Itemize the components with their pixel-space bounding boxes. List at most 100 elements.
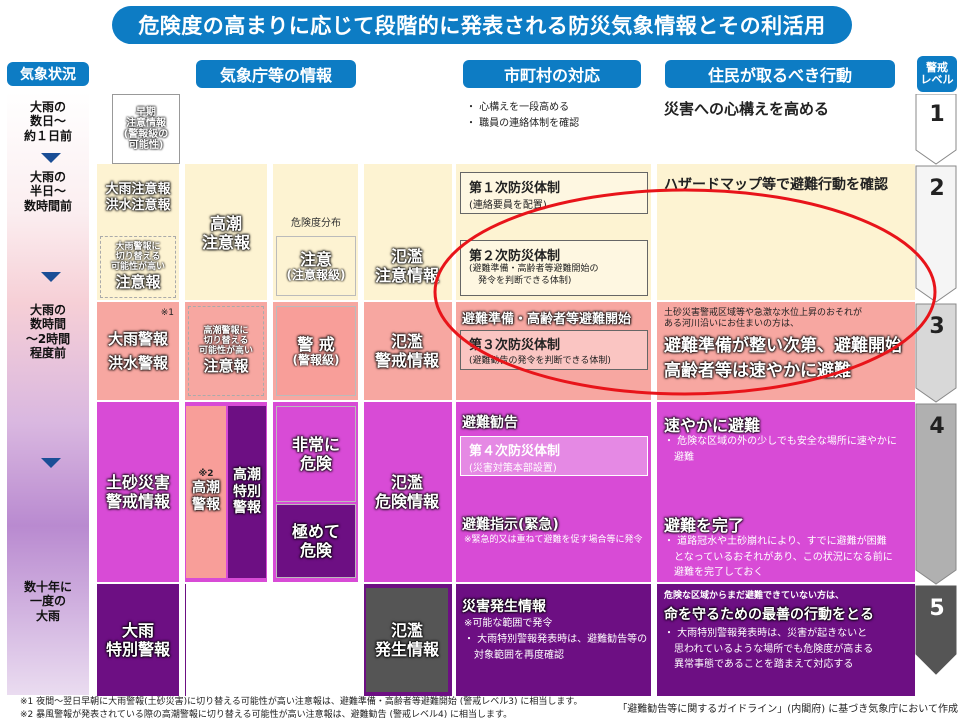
early-warning-box: 早期 注意情報 (警報級の 可能性) <box>112 94 180 164</box>
risk-map-label: 危険度分布 <box>291 218 341 229</box>
separator <box>452 92 456 696</box>
separator <box>179 164 185 696</box>
muni-third-title: 第３次防災体制 <box>469 338 561 353</box>
down-arrow-icon <box>41 153 61 163</box>
muni-l4-head: 避難勧告 <box>462 415 518 431</box>
res-l4b-bullet: となっているおそれがあり、この状況になる前に <box>664 551 893 563</box>
header-residents: 住民が取るべき行動 <box>665 60 895 88</box>
res-l4-head: 速やかに避難 <box>664 416 761 435</box>
muni-l5-bullet: 対象範囲を再度確認 <box>464 649 564 661</box>
level-1-arrow <box>915 94 957 165</box>
level-4: 4 <box>929 414 945 439</box>
res-l5-bullet: 思われているような場所でも危険度が高まる <box>664 643 874 655</box>
muni-first-title: 第１次防災体制 <box>469 181 561 196</box>
tide-warning-text: 高潮 警報 <box>192 480 220 513</box>
tide-special-warning: 高潮 特別 警報 <box>228 406 266 578</box>
highlight-ellipse <box>433 188 937 396</box>
heavy-rain-warning-text: 大雨警報 洪水警報 <box>107 330 168 372</box>
res-l5-bullet: 異常事態であることを踏まえて対応する <box>664 659 854 670</box>
muni-l3-head: 避難準備・高齢者等避難開始 <box>462 312 632 327</box>
res-l4b-list: ・ 道路冠水や土砂崩れにより、すでに避難が困難 となっているおそれがあり、この状… <box>664 534 912 581</box>
level-3: 3 <box>929 314 945 339</box>
sediment-warning: 土砂災害 警戒情報 <box>100 406 176 578</box>
tide-advisory-text: 高潮 注意報 <box>201 213 250 252</box>
risk-extreme-text: 極めて 危険 <box>291 521 340 560</box>
res-l5-bullet: ・ 大雨特別警報発表時は、災害が起きないと <box>664 628 868 639</box>
early-warning-text: 早期 注意情報 (警報級の 可能性) <box>123 107 169 151</box>
muni-fourth-title: 第４次防災体制 <box>469 444 561 459</box>
separator <box>358 164 364 696</box>
muni-l1-bullet: ・ 職員の連絡体制を確認 <box>466 117 580 129</box>
header-situation: 気象状況 <box>7 62 89 86</box>
muni-l5-head: 災害発生情報 <box>462 599 546 615</box>
muni-fourth-sub: (災害対策本部設置) <box>469 463 557 474</box>
risk-caution-box: 注意 (注意報級) <box>276 236 356 296</box>
level-arrow-column <box>915 94 957 675</box>
res-l4b-head: 避難を完了 <box>664 516 745 535</box>
muni-l4b-head: 避難指示(緊急) <box>462 517 559 533</box>
tide-advisory: 高潮 注意報 <box>188 168 264 298</box>
separator <box>267 164 273 696</box>
footnote-1: ※1 夜間～翌日早朝に大雨警報(土砂災害)に切り替える可能性が高い注意報は、避難… <box>20 697 583 707</box>
flood-danger: 氾濫 危険情報 <box>366 406 448 578</box>
muni-first-sub: (連絡要員を配置) <box>469 200 547 211</box>
muni-second-system: 第２次防災体制 (避難準備・高齢者等避難開始の 発令を判断できる体制) <box>460 240 648 296</box>
res-l1: 災害への心構えを高める <box>664 100 830 118</box>
muni-l5-list: ・ 大雨特別警報発表時は、避難勧告等の 対象範囲を再度確認 <box>464 632 652 663</box>
tide-warning: ※2 高潮 警報 <box>186 406 226 578</box>
risk-warning-sub: (警報級) <box>292 353 340 367</box>
tide-special-text: 高潮 特別 警報 <box>233 466 261 517</box>
flood-warning-text: 氾濫 警戒情報 <box>374 331 439 370</box>
res-l4-bullet: 避難 <box>664 451 694 463</box>
situation-column <box>7 92 89 695</box>
sediment-warning-text: 土砂災害 警戒情報 <box>105 472 170 511</box>
level-3-arrow <box>915 303 957 403</box>
risk-caution-text: 注意 <box>299 249 332 269</box>
muni-l4b-note: ※緊急的又は重ねて避難を促す場合等に発令 <box>464 535 643 545</box>
storm-advisory-box: 大雨警報に 切り替える 可能性が高い 注意報 <box>100 236 176 298</box>
flood-caution-text: 氾濫 注意情報 <box>374 246 439 285</box>
level-5-arrow <box>915 585 957 675</box>
header-level: 警戒 レベル <box>917 56 957 92</box>
muni-fourth-system: 第４次防災体制 (災害対策本部設置) <box>460 436 648 476</box>
source-note: 「避難勧告等に関するガイドライン」(内閣府) に基づき気象庁において作成 <box>617 704 958 715</box>
band-level-2 <box>97 164 915 300</box>
res-l5-head: 命を守るための最善の行動をとる <box>664 607 874 623</box>
level-4-arrow <box>915 403 957 585</box>
risk-warning-text: 警 戒 <box>297 334 335 354</box>
muni-third-sub: (避難勧告の発令を判断できる体制) <box>469 356 611 366</box>
level-2-arrow <box>915 165 957 303</box>
muni-third-system: 第３次防災体制 (避難勧告の発令を判断できる体制) <box>460 330 648 370</box>
level-1: 1 <box>929 102 945 127</box>
note1-mark: ※1 <box>160 308 174 318</box>
heavy-rain-advisory: 大雨注意報 洪水注意報 <box>100 168 176 228</box>
res-l5-list: ・ 大雨特別警報発表時は、災害が起きないと 思われているような場所でも危険度が高… <box>664 626 912 673</box>
muni-l1-bullet: ・ 心構えを一段高める <box>466 102 570 113</box>
tide-small-text: 高潮警報に 切り替える 可能性が高い <box>198 326 253 356</box>
page-title: 危険度の高まりに応じて段階的に発表される防災気象情報とその利活用 <box>112 6 852 44</box>
res-l2: ハザードマップ等で避難行動を確認 <box>664 177 888 193</box>
tide-small-box: 高潮警報に 切り替える 可能性が高い 注意報 <box>188 306 264 396</box>
level-5: 5 <box>929 596 945 621</box>
heavy-rain-special-text: 大雨 特別警報 <box>105 620 170 659</box>
muni-second-sub: (避難準備・高齢者等避難開始の 発令を判断できる体制) <box>469 264 599 286</box>
flood-warning: 氾濫 警戒情報 <box>366 306 448 396</box>
risk-extreme-box: 極めて 危険 <box>276 504 356 578</box>
muni-l5-note: ※可能な範囲で発令 <box>464 618 553 629</box>
down-arrow-icon <box>41 458 61 468</box>
risk-very-high-text: 非常に 危険 <box>291 434 340 473</box>
down-arrow-icon <box>41 272 61 282</box>
situation-4: 数十年に 一度の 大雨 <box>23 580 72 623</box>
res-l4-list: ・ 危険な区域の外の少しでも安全な場所に速やかに 避難 <box>664 434 912 465</box>
situation-3: 大雨の 数時間 ～2時間 程度前 <box>25 303 71 361</box>
res-l4-bullet: ・ 危険な区域の外の少しでも安全な場所に速やかに <box>664 436 897 447</box>
storm-advisory-label: 注意報 <box>115 272 161 291</box>
level-2: 2 <box>929 176 945 201</box>
muni-level1-list: ・ 心構えを一段高める ・ 職員の連絡体制を確認 <box>466 100 646 131</box>
res-l4b-bullet: ・ 道路冠水や土砂崩れにより、すでに避難が困難 <box>664 536 887 547</box>
situation-1: 大雨の 数日～ 約１日前 <box>23 100 72 143</box>
res-l3-small: 土砂災害警戒区域等や急激な水位上昇のおそれが ある河川沿いにお住まいの方は、 <box>664 308 863 330</box>
band-level-3 <box>97 302 915 400</box>
muni-l5-bullet: ・ 大雨特別警報発表時は、避難勧告等の <box>464 634 648 645</box>
header-municipality: 市町村の対応 <box>463 60 641 88</box>
